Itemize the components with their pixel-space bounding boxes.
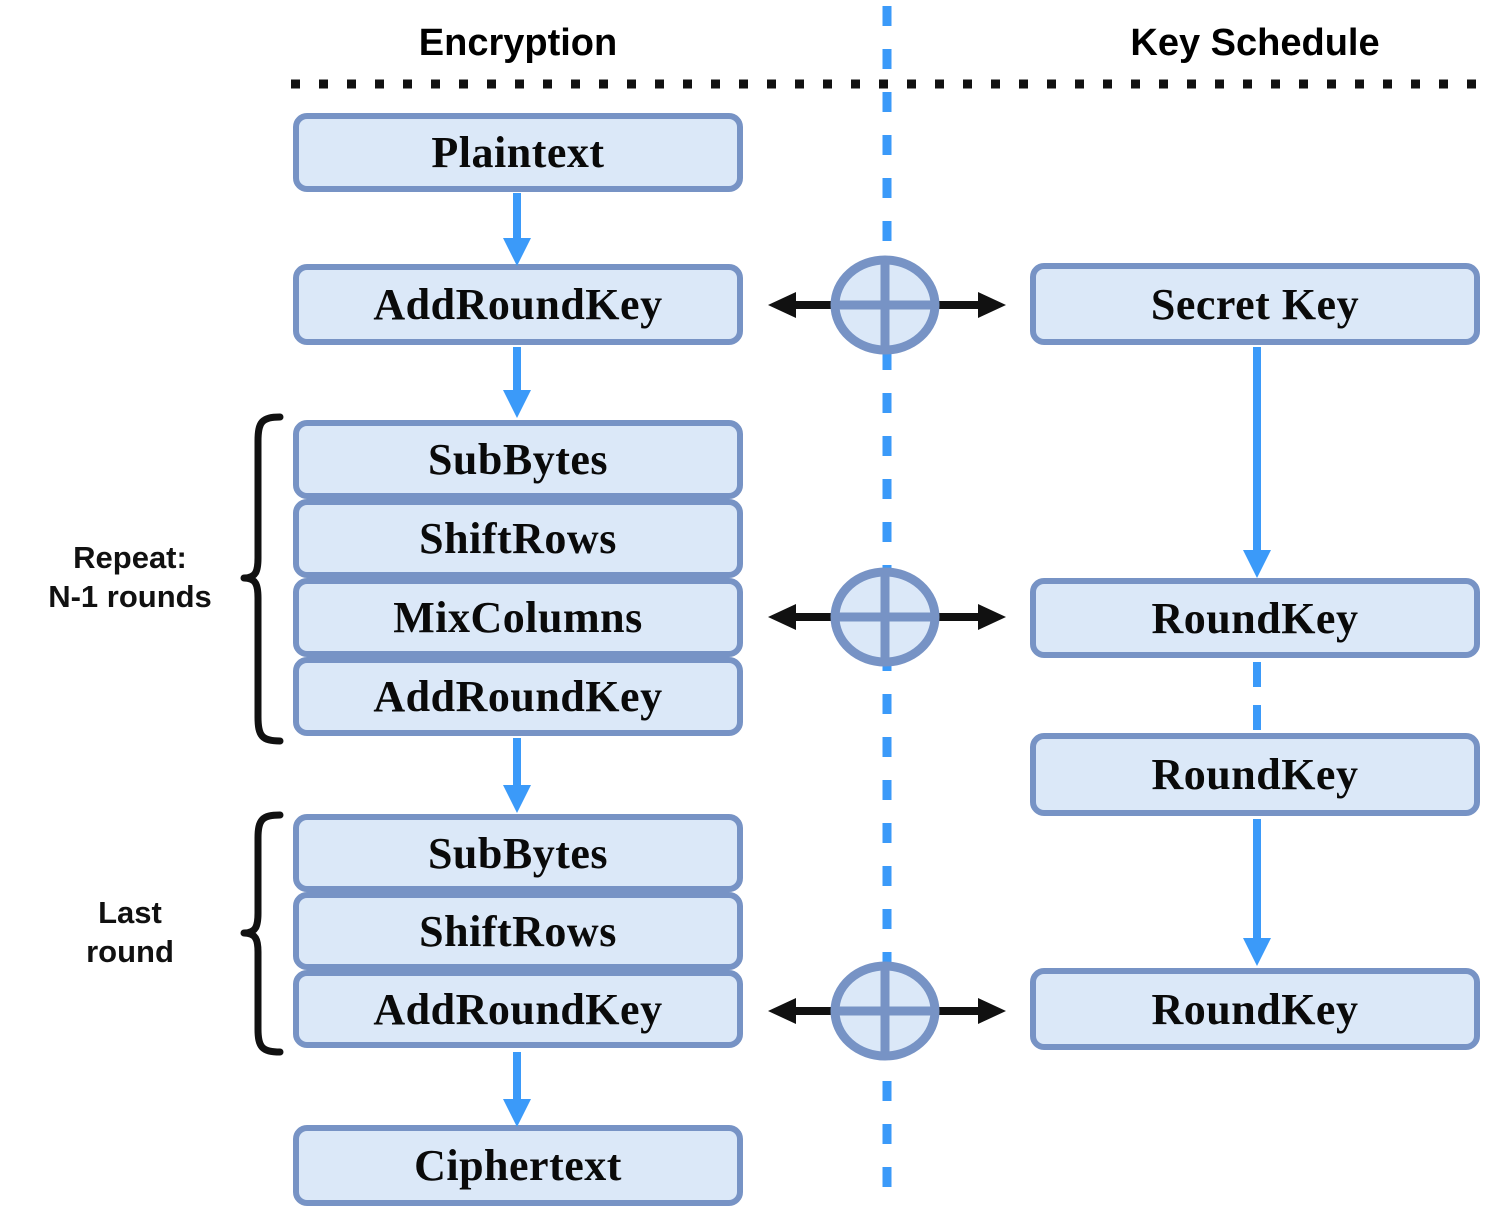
double-arrow-left-icon	[768, 604, 846, 630]
box-addroundkey-repeat: AddRoundKey	[293, 657, 743, 736]
annotation-repeat-line1: Repeat:	[73, 540, 187, 575]
annotation-last-line1: Last	[98, 895, 162, 930]
annotation-repeat-rounds: Repeat: N-1 rounds	[10, 538, 250, 616]
box-secret-key: Secret Key	[1030, 263, 1480, 345]
column-title-encryption: Encryption	[418, 22, 618, 64]
box-roundkey-3: RoundKey	[1030, 968, 1480, 1050]
double-arrow-right-icon	[926, 292, 1006, 318]
box-subbytes-last: SubBytes	[293, 814, 743, 892]
annotation-repeat-line2: N-1 rounds	[48, 579, 212, 614]
xor-icon-3	[830, 961, 940, 1061]
box-plaintext: Plaintext	[293, 113, 743, 192]
flow-arrow-plaintext-to-addroundkey	[503, 193, 531, 266]
flow-arrow-addroundkey-to-ciphertext	[503, 1052, 531, 1127]
flow-arrow-secretkey-to-roundkey1	[1243, 347, 1271, 578]
box-shiftrows-repeat: ShiftRows	[293, 499, 743, 578]
column-title-key-schedule: Key Schedule	[1130, 22, 1380, 64]
double-arrow-left-icon	[768, 292, 846, 318]
flow-arrow-roundkey2-to-roundkey3	[1243, 819, 1271, 966]
box-shiftrows-last: ShiftRows	[293, 892, 743, 970]
box-addroundkey-last: AddRoundKey	[293, 970, 743, 1048]
flow-arrow-addroundkey-to-subbytes	[503, 347, 531, 418]
annotation-last-line2: round	[86, 934, 174, 969]
double-arrow-right-icon	[926, 998, 1006, 1024]
double-arrow-right-icon	[926, 604, 1006, 630]
xor-icon-2	[830, 567, 940, 667]
box-roundkey-2: RoundKey	[1030, 733, 1480, 816]
box-ciphertext: Ciphertext	[293, 1125, 743, 1206]
annotation-last-round: Last round	[10, 893, 250, 971]
box-subbytes-repeat: SubBytes	[293, 420, 743, 499]
xor-icon-1	[830, 255, 940, 355]
box-mixcolumns: MixColumns	[293, 578, 743, 657]
box-addroundkey-initial: AddRoundKey	[293, 264, 743, 345]
flow-arrow-repeat-to-lastround	[503, 738, 531, 813]
double-arrow-left-icon	[768, 998, 846, 1024]
box-roundkey-1: RoundKey	[1030, 578, 1480, 658]
